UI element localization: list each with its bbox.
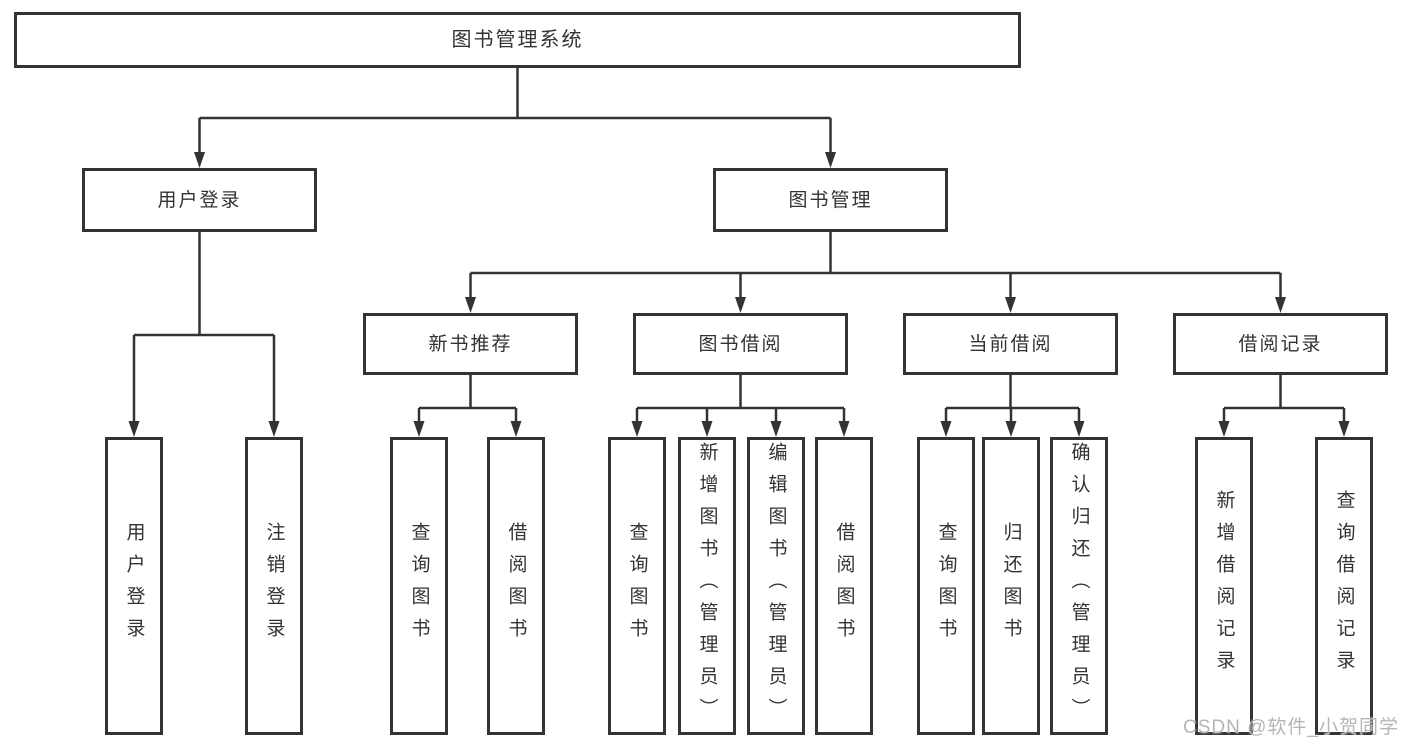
leaf-add-books-admin: 新增图书（管理员）: [678, 437, 736, 735]
leaf-logout: 注销登录: [245, 437, 303, 735]
node-book-borrowing: 图书借阅: [633, 313, 848, 375]
node-new-book-recommendation: 新书推荐: [363, 313, 578, 375]
leaf-query-books-borrow: 查询图书: [608, 437, 666, 735]
node-current-borrowing: 当前借阅: [903, 313, 1118, 375]
node-borrowing-records: 借阅记录: [1173, 313, 1388, 375]
csdn-watermark: CSDN @软件_小贺同学: [1183, 717, 1399, 738]
node-user-login-branch: 用户登录: [82, 168, 317, 232]
node-library-management-system: 图书管理系统: [14, 12, 1021, 68]
leaf-query-books-rec: 查询图书: [390, 437, 448, 735]
leaf-add-borrow-record: 新增借阅记录: [1195, 437, 1253, 735]
leaf-user-login: 用户登录: [105, 437, 163, 735]
leaf-query-borrow-record: 查询借阅记录: [1315, 437, 1373, 735]
leaf-borrow-books-rec: 借阅图书: [487, 437, 545, 735]
leaf-borrow-books: 借阅图书: [815, 437, 873, 735]
leaf-query-books-current: 查询图书: [917, 437, 975, 735]
leaf-return-books: 归还图书: [982, 437, 1040, 735]
leaf-edit-books-admin: 编辑图书（管理员）: [747, 437, 805, 735]
node-book-management-branch: 图书管理: [713, 168, 948, 232]
leaf-confirm-return-admin: 确认归还（管理员）: [1050, 437, 1108, 735]
